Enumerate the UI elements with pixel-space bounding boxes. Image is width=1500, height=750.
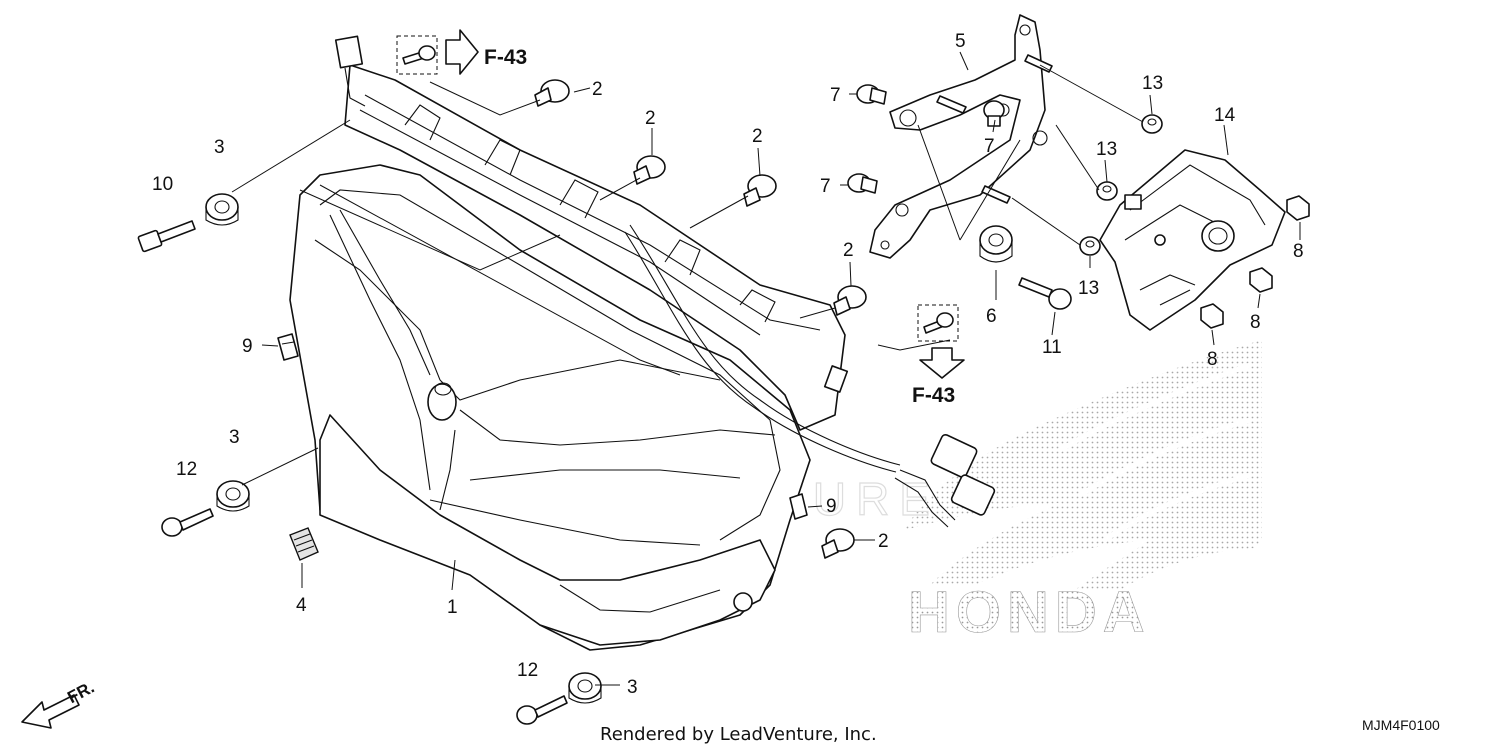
ref-bolt-bottom[interactable] — [917, 304, 959, 342]
front-direction-arrow — [21, 694, 80, 729]
clip-9-right[interactable] — [789, 493, 808, 520]
callout-6: 6 — [986, 306, 997, 327]
grommet-3-middle[interactable] — [216, 480, 250, 512]
mounting-stay-bracket[interactable] — [869, 14, 1048, 259]
diagram-code: MJM4F0100 — [1362, 717, 1440, 733]
headlight-assembly[interactable] — [289, 35, 996, 651]
grommet-6[interactable] — [979, 225, 1013, 263]
callout-5: 5 — [955, 31, 966, 52]
callout-labels: 1 2 2 2 2 2 3 3 3 4 5 6 7 7 7 8 8 8 9 9 … — [152, 31, 1304, 698]
collar-2-e[interactable] — [821, 528, 855, 559]
ref-label-top[interactable]: F-43 — [484, 46, 527, 69]
collar-2-c[interactable] — [743, 174, 777, 207]
collar-13-a[interactable] — [1141, 114, 1163, 134]
bolt-7-b[interactable] — [983, 100, 1005, 127]
bolt-7-a[interactable] — [856, 84, 887, 105]
ref-arrow-bottom — [919, 347, 965, 379]
callout-2-e: 2 — [878, 531, 889, 552]
callout-12-bottom: 12 — [517, 660, 538, 681]
grommet-3-bottom[interactable] — [568, 672, 602, 704]
nut-8-b[interactable] — [1249, 267, 1273, 293]
ref-label-bottom[interactable]: F-43 — [912, 384, 955, 407]
callout-13-b: 13 — [1096, 139, 1117, 160]
clip-9-left[interactable] — [277, 333, 299, 361]
collar-2-b[interactable] — [633, 155, 666, 185]
control-unit[interactable] — [1099, 149, 1286, 331]
bolt-11[interactable] — [1018, 277, 1072, 310]
nut-8-c[interactable] — [1200, 303, 1224, 329]
callout-7-c: 7 — [820, 176, 831, 197]
callout-2-d: 2 — [843, 240, 854, 261]
collar-2-a[interactable] — [534, 79, 570, 107]
callout-3-top: 3 — [214, 137, 225, 158]
callout-13-c: 13 — [1078, 278, 1099, 299]
collar-13-b[interactable] — [1096, 181, 1118, 201]
stud-lower[interactable] — [981, 185, 1011, 204]
callout-3-bottom: 3 — [627, 677, 638, 698]
grommet-3-top[interactable] — [205, 193, 239, 226]
bolt-7-c[interactable] — [847, 173, 878, 194]
collar-13-c[interactable] — [1079, 236, 1101, 256]
clip-4[interactable] — [289, 527, 319, 561]
callout-9-left: 9 — [242, 336, 253, 357]
callout-2-a: 2 — [592, 79, 603, 100]
leader-lines — [231, 51, 1301, 686]
callout-12-middle: 12 — [176, 459, 197, 480]
callout-8-c: 8 — [1207, 349, 1218, 370]
callout-14: 14 — [1214, 105, 1236, 126]
callout-10: 10 — [152, 174, 173, 195]
callout-4: 4 — [296, 595, 307, 616]
screw-12-middle[interactable] — [161, 508, 214, 537]
ref-arrow-top — [445, 29, 479, 75]
callout-7-b: 7 — [984, 136, 995, 157]
callout-2-b: 2 — [645, 108, 656, 129]
callout-13-a: 13 — [1142, 73, 1163, 94]
honda-wing-watermark — [905, 340, 1262, 590]
bolt-10[interactable] — [137, 220, 196, 253]
honda-logo-text: HONDA — [908, 580, 1151, 645]
callout-8-b: 8 — [1250, 312, 1261, 333]
callout-3-middle: 3 — [229, 427, 240, 448]
callout-1: 1 — [447, 597, 458, 618]
callout-7-a: 7 — [830, 85, 841, 106]
stud-middle[interactable] — [936, 95, 967, 114]
callout-11: 11 — [1042, 337, 1062, 358]
callout-9-right: 9 — [826, 496, 837, 517]
collar-2-d[interactable] — [833, 285, 867, 316]
callout-2-c: 2 — [752, 126, 763, 147]
ref-bolt-top[interactable] — [396, 35, 438, 75]
callout-8-a: 8 — [1293, 241, 1304, 262]
nut-8-a[interactable] — [1286, 195, 1310, 221]
rendered-by-credit: Rendered by LeadVenture, Inc. — [600, 724, 877, 745]
screw-12-bottom[interactable] — [516, 695, 568, 725]
